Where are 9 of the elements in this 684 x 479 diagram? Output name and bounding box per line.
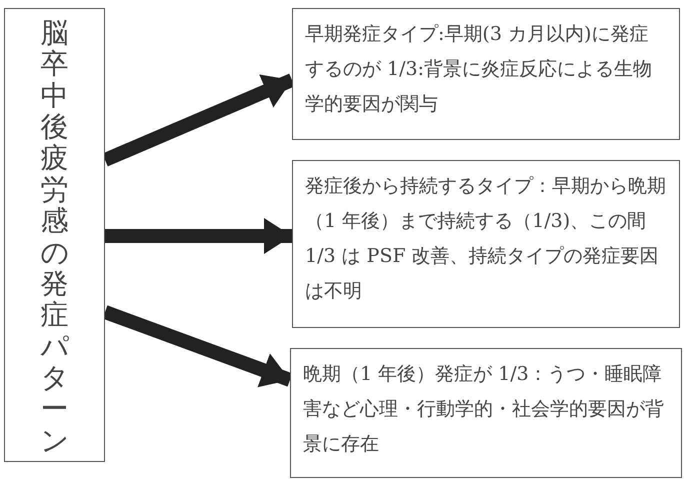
description-text: 発症後から持続するタイプ：早期から晩期（1 年後）まで持続する（1/3)、この間 1/3 は PSF 改善、持続タイプの発症要因は不明: [305, 174, 667, 304]
description-box: [290, 348, 682, 478]
description-box: [292, 160, 680, 328]
title-box: [4, 8, 105, 462]
arrow: [105, 218, 292, 254]
description-text: 晩期（1 年後）発症が 1/3：うつ・睡眠障害など心理・行動学的・社会学的要因が背景に存在: [303, 362, 665, 457]
description-text: 早期発症タイプ:早期(3 カ月以内)に発症するのが 1/3:背景に炎症反応による生物学的要因が関与: [305, 22, 654, 117]
vertical-title: 脳卒中後疲労感の発症パターン: [40, 17, 68, 459]
description-box: [292, 8, 680, 140]
